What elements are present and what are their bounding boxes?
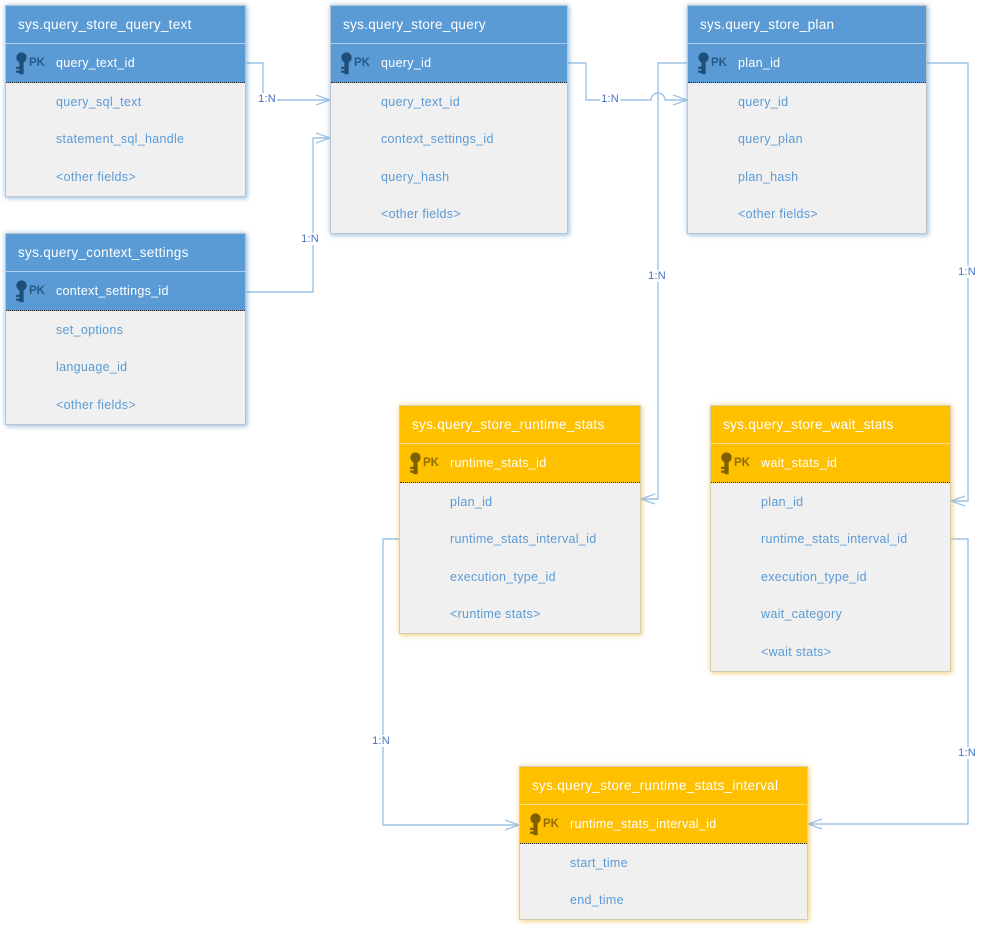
primary-key-field: wait_stats_id <box>761 456 838 470</box>
primary-key-field: context_settings_id <box>56 284 169 298</box>
primary-key-row: PK query_text_id <box>6 44 245 83</box>
pk-tag: PK <box>423 457 439 469</box>
field-row: plan_hash <box>738 169 799 184</box>
field-row: execution_type_id <box>450 569 556 584</box>
field-row: execution_type_id <box>761 569 867 584</box>
field-row: end_time <box>570 893 624 908</box>
key-icon <box>340 51 353 75</box>
relationship-connectors <box>246 62 969 831</box>
primary-key-row: PK context_settings_id <box>6 272 245 311</box>
field-row: <other fields> <box>381 207 461 222</box>
key-icon <box>15 279 28 303</box>
connector-line <box>808 538 969 825</box>
field-row: runtime_stats_interval_id <box>761 532 908 547</box>
key-icon <box>409 451 422 475</box>
cardinality-label: 1:N <box>647 270 667 282</box>
pk-tag: PK <box>734 457 750 469</box>
many-arrowhead-icon <box>638 493 656 505</box>
field-row: start_time <box>570 855 628 870</box>
field-list: query_id query_plan plan_hash <other fields… <box>688 83 926 233</box>
entity-title: sys.query_context_settings <box>6 234 245 272</box>
entity-title: sys.query_store_query <box>331 6 567 44</box>
connector-line <box>568 62 687 101</box>
field-row: <other fields> <box>56 169 136 184</box>
field-row: <wait stats> <box>761 644 832 659</box>
connector-line <box>246 137 330 293</box>
entity-title: sys.query_store_query_text <box>6 6 245 44</box>
key-icon <box>15 51 28 75</box>
primary-key-field: runtime_stats_id <box>450 456 547 470</box>
field-list: set_options language_id <other fields> <box>6 311 245 424</box>
field-row: set_options <box>56 322 124 337</box>
field-row: context_settings_id <box>381 132 494 147</box>
field-row: <runtime stats> <box>450 607 541 622</box>
cardinality-label: 1:N <box>600 93 620 105</box>
pk-tag: PK <box>543 818 559 830</box>
field-list: query_text_id context_settings_id query_ha… <box>331 83 567 233</box>
entity-title: sys.query_store_wait_stats <box>711 406 950 444</box>
primary-key-row: PK query_id <box>331 44 567 83</box>
field-row: <other fields> <box>738 207 818 222</box>
cardinality-label: 1:N <box>957 747 977 759</box>
field-row: query_id <box>738 94 789 109</box>
many-arrowhead-icon <box>948 495 966 507</box>
primary-key-field: query_text_id <box>56 56 135 70</box>
field-list: start_time end_time <box>520 844 807 919</box>
field-row: plan_id <box>761 494 804 509</box>
entity-title: sys.query_store_plan <box>688 6 926 44</box>
primary-key-row: PK runtime_stats_interval_id <box>520 805 807 844</box>
key-icon <box>720 451 733 475</box>
cardinality-label: 1:N <box>957 266 977 278</box>
pk-tag: PK <box>29 285 45 297</box>
field-row: <other fields> <box>56 397 136 412</box>
connector-line <box>927 62 969 502</box>
field-row: statement_sql_handle <box>56 132 185 147</box>
field-row: query_text_id <box>381 94 460 109</box>
entity-title: sys.query_store_runtime_stats <box>400 406 640 444</box>
pk-tag: PK <box>711 57 727 69</box>
cardinality-label: 1:N <box>300 233 320 245</box>
primary-key-row: PK wait_stats_id <box>711 444 950 483</box>
many-arrowhead-icon <box>805 818 823 830</box>
field-row: query_plan <box>738 132 803 147</box>
field-row: query_sql_text <box>56 94 142 109</box>
entity-title: sys.query_store_runtime_stats_interval <box>520 767 807 805</box>
primary-key-field: runtime_stats_interval_id <box>570 817 717 831</box>
field-list: query_sql_text statement_sql_handle <other… <box>6 83 245 196</box>
field-row: runtime_stats_interval_id <box>450 532 597 547</box>
pk-tag: PK <box>354 57 370 69</box>
cardinality-label: 1:N <box>371 735 391 747</box>
field-row: plan_id <box>450 494 493 509</box>
primary-key-row: PK plan_id <box>688 44 926 83</box>
primary-key-field: query_id <box>381 56 432 70</box>
field-row: language_id <box>56 360 128 375</box>
field-row: wait_category <box>761 607 843 622</box>
key-icon <box>529 812 542 836</box>
primary-key-field: plan_id <box>738 56 781 70</box>
connector-line <box>246 62 330 101</box>
connector-line <box>382 538 519 826</box>
field-row: query_hash <box>381 169 450 184</box>
cardinality-label: 1:N <box>257 93 277 105</box>
pk-tag: PK <box>29 57 45 69</box>
key-icon <box>697 51 710 75</box>
primary-key-row: PK runtime_stats_id <box>400 444 640 483</box>
field-list: plan_id runtime_stats_interval_id executio… <box>711 483 950 671</box>
field-list: plan_id runtime_stats_interval_id executio… <box>400 483 640 633</box>
